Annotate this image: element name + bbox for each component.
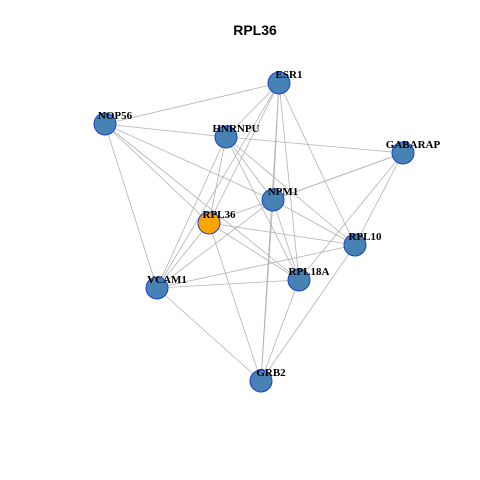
edge-npm1-rpl18a [272, 199, 300, 281]
edge-rpl18a-vcam1 [156, 279, 300, 289]
edge-rpl10-grb2 [260, 244, 356, 382]
edge-esr1-vcam1 [156, 82, 280, 289]
node-label-hnrnpu: HNRNPU [212, 123, 259, 135]
edge-hnrnpu-npm1 [225, 136, 274, 201]
edge-gabarap-rpl10 [354, 152, 404, 246]
edge-rpl36-grb2 [208, 222, 262, 382]
node-layer [93, 71, 415, 393]
node-rpl10 [343, 233, 367, 257]
edge-esr1-hnrnpu [225, 82, 280, 138]
edge-npm1-vcam1 [156, 199, 274, 289]
edge-vcam1-grb2 [156, 287, 262, 382]
node-gabarap [391, 141, 415, 165]
node-label-esr1: ESR1 [276, 69, 303, 81]
edge-rpl18a-grb2 [260, 279, 300, 382]
node-label-nop56: NOP56 [98, 110, 133, 122]
edge-hnrnpu-gabarap [225, 136, 404, 154]
edge-hnrnpu-vcam1 [156, 136, 227, 289]
node-npm1 [261, 188, 285, 212]
node-esr1 [267, 71, 291, 95]
edge-nop56-rpl18a [104, 123, 300, 281]
graph-title: RPL36 [233, 22, 277, 38]
node-label-vcam1: VCAM1 [147, 274, 187, 286]
edge-gabarap-rpl36 [208, 152, 404, 224]
edge-nop56-npm1 [104, 123, 274, 201]
node-vcam1 [145, 276, 169, 300]
edge-esr1-rpl36 [208, 82, 280, 224]
node-label-rpl10: RPL10 [349, 231, 383, 243]
edge-nop56-rpl36 [104, 123, 210, 224]
edge-nop56-hnrnpu [104, 123, 227, 138]
node-nop56 [93, 112, 117, 136]
node-rpl18a [287, 268, 311, 292]
node-grb2 [249, 369, 273, 393]
edge-rpl10-vcam1 [156, 244, 356, 289]
edge-nop56-vcam1 [104, 123, 158, 289]
edge-layer [104, 82, 404, 382]
edge-nop56-esr1 [104, 82, 280, 125]
node-label-npm1: NPM1 [268, 186, 299, 198]
edge-hnrnpu-rpl36 [208, 136, 227, 224]
edge-hnrnpu-rpl18a [225, 136, 300, 281]
edge-rpl36-vcam1 [156, 222, 210, 289]
edge-rpl36-rpl10 [208, 222, 356, 246]
node-label-rpl18a: RPL18A [289, 266, 330, 278]
node-rpl36 [197, 211, 221, 235]
edge-esr1-rpl18a [278, 82, 300, 281]
edge-npm1-rpl10 [272, 199, 356, 246]
edge-gabarap-rpl18a [298, 152, 404, 281]
node-label-grb2: GRB2 [256, 367, 286, 379]
node-hnrnpu [214, 125, 238, 149]
edge-esr1-rpl10 [278, 82, 356, 246]
node-label-rpl36: RPL36 [203, 209, 237, 221]
edge-npm1-grb2 [260, 199, 274, 382]
node-label-gabarap: GABARAP [386, 139, 441, 151]
edge-rpl36-rpl18a [208, 222, 300, 281]
edge-hnrnpu-rpl10 [225, 136, 356, 246]
